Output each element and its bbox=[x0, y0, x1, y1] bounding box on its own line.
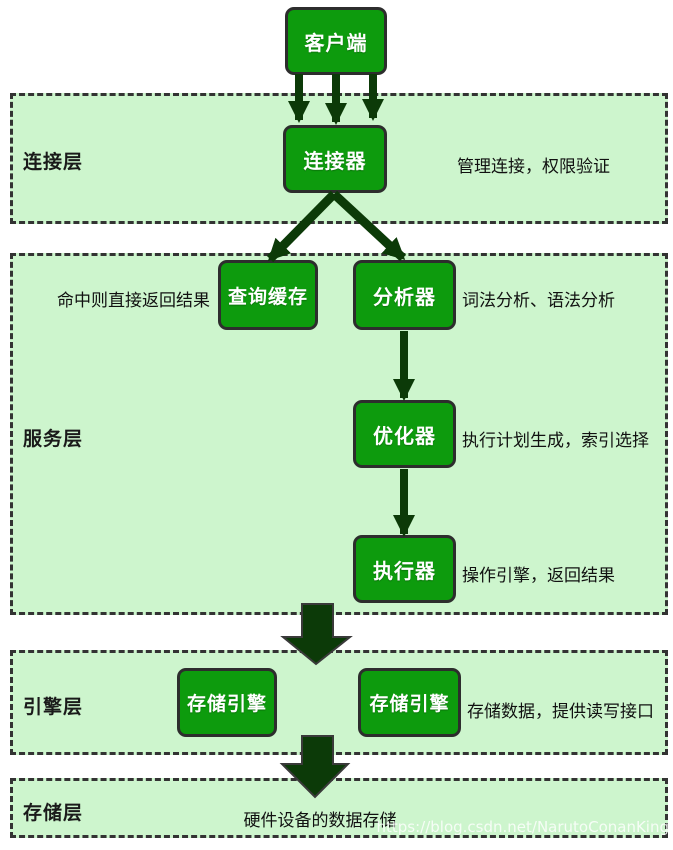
analyzer-annotation: 词法分析、语法分析 bbox=[462, 291, 615, 311]
service-layer-label: 服务层 bbox=[23, 428, 84, 450]
storage-engine-annotation: 存储数据，提供读写接口 bbox=[467, 702, 654, 722]
query-cache-node: 查询缓存 bbox=[218, 260, 318, 330]
storage-engine-node-left: 存储引擎 bbox=[177, 668, 277, 737]
optimizer-node: 优化器 bbox=[353, 400, 456, 468]
storage-layer-annotation: 硬件设备的数据存储 bbox=[243, 811, 397, 831]
optimizer-annotation: 执行计划生成，索引选择 bbox=[462, 431, 649, 451]
executor-annotation: 操作引擎，返回结果 bbox=[462, 566, 615, 586]
connection-layer-label: 连接层 bbox=[23, 151, 84, 173]
storage-engine-node-right: 存储引擎 bbox=[358, 668, 461, 737]
connector-annotation: 管理连接，权限验证 bbox=[457, 157, 610, 177]
service-layer-band bbox=[10, 253, 668, 615]
analyzer-node: 分析器 bbox=[353, 260, 456, 330]
executor-node: 执行器 bbox=[353, 535, 456, 603]
connector-node: 连接器 bbox=[283, 125, 387, 193]
watermark-url: https://blog.csdn.net/NarutoConanKing bbox=[376, 818, 670, 836]
client-node: 客户端 bbox=[285, 7, 387, 75]
storage-layer-label: 存储层 bbox=[23, 802, 84, 824]
query-cache-annotation: 命中则直接返回结果 bbox=[57, 291, 210, 311]
engine-layer-label: 引擎层 bbox=[23, 696, 84, 718]
